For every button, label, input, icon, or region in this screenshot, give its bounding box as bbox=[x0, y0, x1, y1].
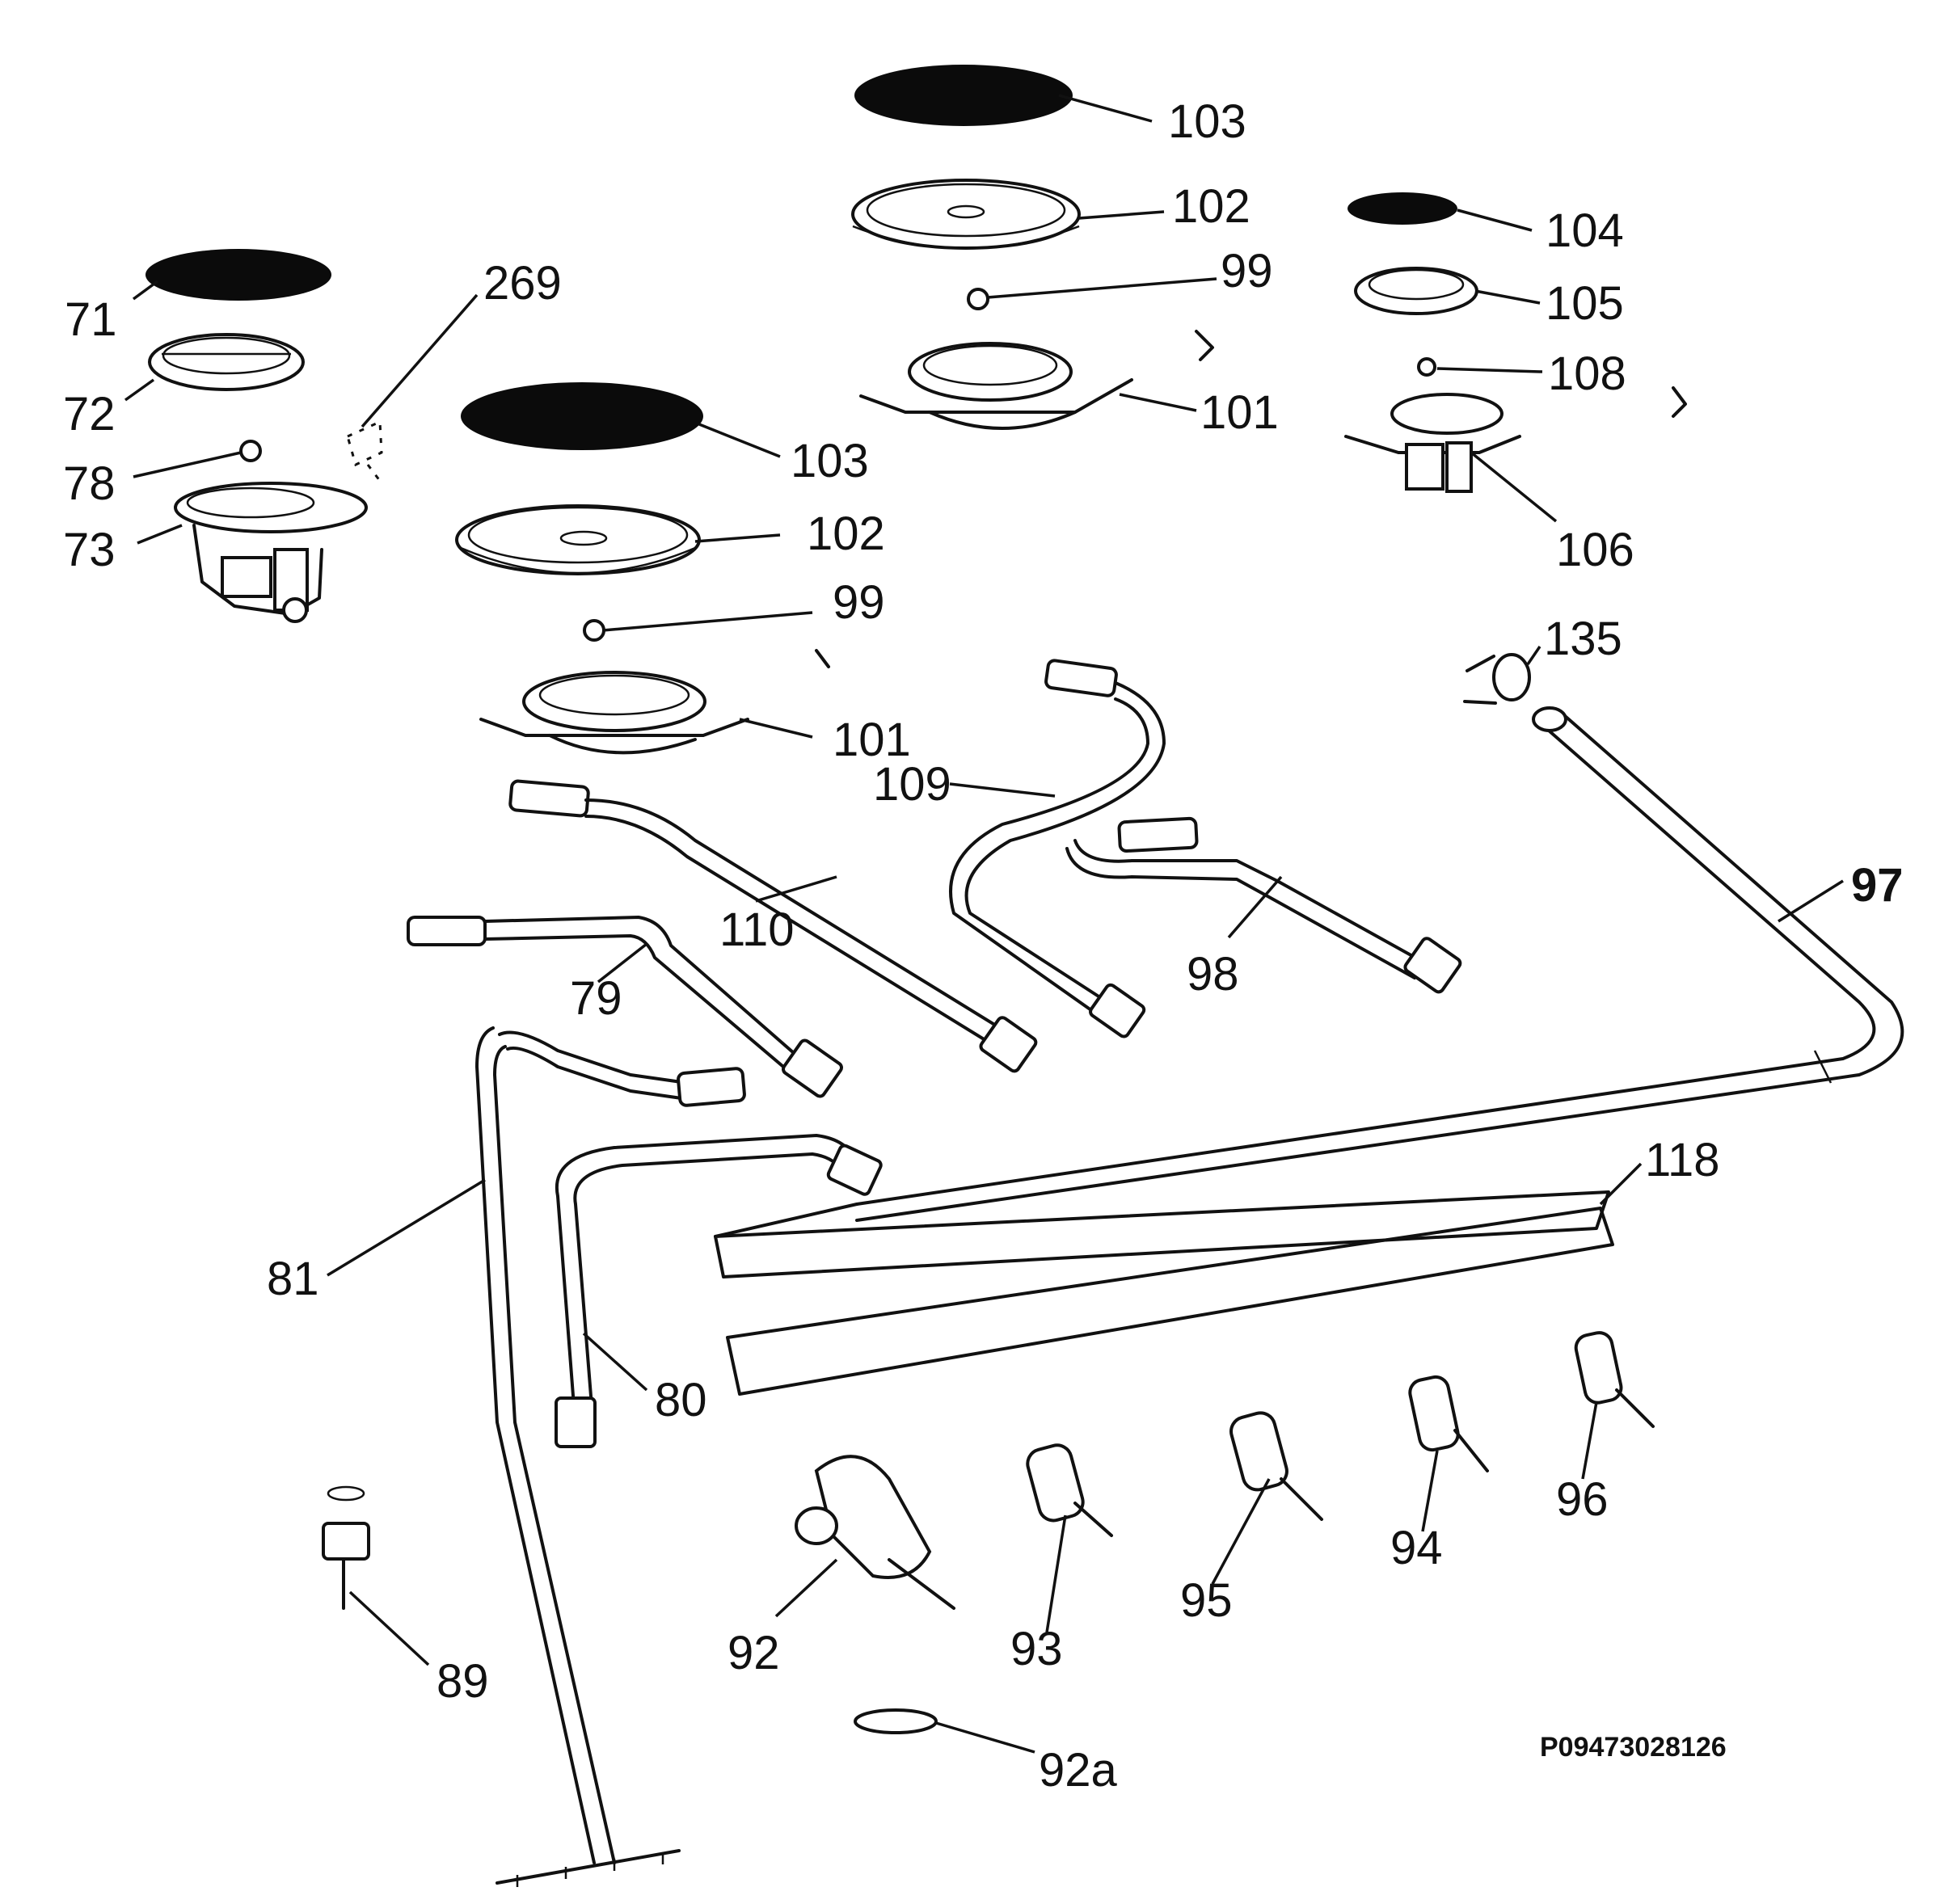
clip-269 bbox=[346, 419, 383, 482]
gas-valve-92 bbox=[795, 1455, 955, 1610]
label-110: 110 bbox=[719, 904, 794, 956]
label-102-top: 102 bbox=[1172, 180, 1250, 233]
label-95: 95 bbox=[1180, 1574, 1233, 1627]
pipe-80 bbox=[555, 1134, 883, 1448]
injector-99-top bbox=[967, 288, 989, 310]
clip-135 bbox=[1463, 653, 1531, 705]
label-97: 97 bbox=[1851, 859, 1904, 912]
burner-cap-103-left bbox=[461, 382, 703, 450]
label-101-left: 101 bbox=[833, 714, 911, 766]
label-72: 72 bbox=[63, 388, 116, 440]
callout-labels: 71 72 78 73 269 103 102 99 101 103 102 9… bbox=[63, 95, 1904, 1797]
label-99-left: 99 bbox=[833, 576, 885, 629]
pipe-110 bbox=[508, 779, 1038, 1073]
label-103-top: 103 bbox=[1168, 95, 1246, 148]
burner-base-73 bbox=[174, 482, 368, 533]
burner-base-106 bbox=[1390, 393, 1504, 435]
burner-small-right bbox=[1344, 192, 1687, 493]
pipe-81 bbox=[475, 1026, 746, 1887]
burner-base-101-left bbox=[522, 671, 706, 732]
label-103-left: 103 bbox=[791, 435, 869, 487]
gas-rail-118 bbox=[714, 1190, 1610, 1278]
label-109: 109 bbox=[873, 758, 951, 811]
o-ring-92a bbox=[854, 1708, 938, 1734]
pipe-98 bbox=[1065, 816, 1462, 994]
label-89: 89 bbox=[436, 1655, 489, 1708]
label-80: 80 bbox=[655, 1374, 707, 1426]
label-105: 105 bbox=[1546, 277, 1624, 330]
injector-108 bbox=[1417, 357, 1436, 377]
burner-cap-104 bbox=[1347, 192, 1457, 225]
label-102-left: 102 bbox=[807, 508, 885, 560]
rail-plate bbox=[726, 1207, 1614, 1396]
label-106: 106 bbox=[1556, 524, 1634, 576]
pipe-79 bbox=[407, 916, 843, 1098]
label-92a: 92a bbox=[1039, 1744, 1118, 1797]
burner-cap-103-top bbox=[854, 65, 1073, 126]
label-98: 98 bbox=[1187, 948, 1239, 1000]
label-269: 269 bbox=[483, 257, 562, 310]
label-81: 81 bbox=[267, 1253, 319, 1305]
burner-base-101-top bbox=[908, 342, 1073, 402]
label-73: 73 bbox=[63, 524, 116, 576]
pipe-109 bbox=[949, 659, 1166, 1038]
flame-spreader-72 bbox=[148, 333, 305, 391]
label-93: 93 bbox=[1010, 1623, 1063, 1675]
injector-99-left bbox=[583, 619, 605, 642]
label-71: 71 bbox=[65, 293, 117, 346]
label-96: 96 bbox=[1556, 1473, 1609, 1526]
label-104: 104 bbox=[1546, 204, 1624, 257]
burner-large-top-center bbox=[851, 65, 1214, 430]
burner-small-left bbox=[146, 249, 368, 623]
pipe-97 bbox=[855, 706, 1904, 1222]
gas-valve-96 bbox=[1574, 1331, 1655, 1428]
label-135: 135 bbox=[1544, 613, 1622, 665]
leader-lines bbox=[124, 94, 1844, 1754]
gas-valve-93 bbox=[1026, 1443, 1113, 1537]
gas-valve-95 bbox=[1229, 1411, 1323, 1521]
label-94: 94 bbox=[1390, 1522, 1443, 1574]
label-108: 108 bbox=[1548, 348, 1626, 400]
ignition-part-89 bbox=[322, 1485, 370, 1610]
gas-valve-94 bbox=[1408, 1375, 1489, 1472]
label-78: 78 bbox=[63, 457, 116, 510]
flame-spreader-102-left bbox=[455, 504, 701, 575]
label-79: 79 bbox=[570, 972, 622, 1025]
reference-code: P09473028126 bbox=[1540, 1732, 1727, 1763]
burner-large-center-left bbox=[455, 382, 830, 755]
label-118: 118 bbox=[1645, 1134, 1719, 1186]
injector-78 bbox=[239, 440, 262, 462]
burner-cap-71 bbox=[146, 249, 331, 301]
label-92: 92 bbox=[728, 1627, 780, 1679]
label-101-top: 101 bbox=[1200, 386, 1279, 439]
label-99-top: 99 bbox=[1221, 245, 1273, 297]
